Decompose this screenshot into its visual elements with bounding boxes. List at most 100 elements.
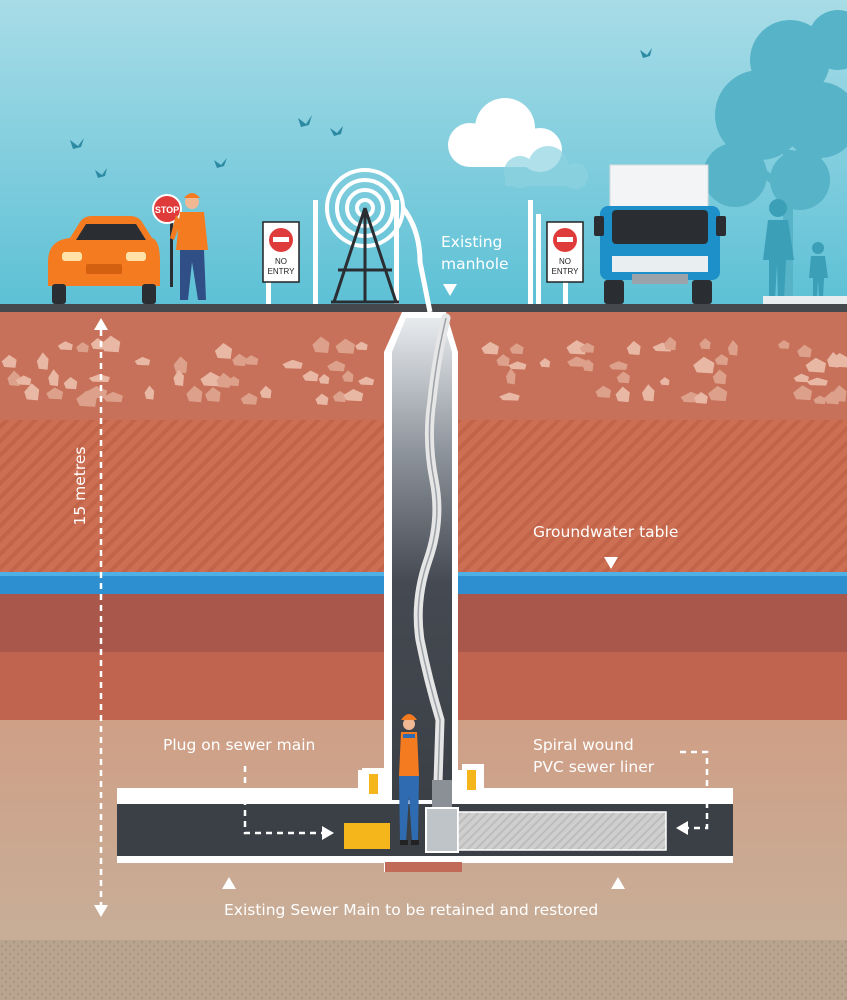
shaft (392, 318, 452, 800)
rock (173, 369, 184, 387)
pvc-liner (457, 811, 667, 851)
depth-label: 15 metres (71, 446, 89, 526)
winding-machine (425, 780, 459, 853)
rock (358, 376, 375, 386)
rock (76, 342, 89, 353)
shaft-worker (399, 714, 419, 845)
rock (567, 356, 587, 367)
birds (70, 48, 652, 178)
rock (134, 356, 151, 366)
rock (302, 370, 319, 382)
rock (793, 385, 813, 401)
rock (659, 377, 670, 386)
rock (244, 355, 259, 365)
barrier-poles (313, 200, 541, 304)
sewer-marker-left (222, 877, 236, 889)
existing-manhole-label-line2: manhole (441, 255, 509, 273)
rock (186, 385, 203, 403)
liner-in-shaft-edge (417, 317, 447, 783)
rock (240, 392, 258, 405)
manhole-marker (443, 284, 457, 296)
rock (205, 387, 221, 402)
rock (712, 369, 727, 385)
shaft-bottom-pad (385, 862, 462, 872)
rock (342, 370, 354, 383)
rocks (1, 335, 847, 407)
rock (481, 341, 499, 355)
truck (594, 164, 726, 304)
rock (813, 395, 827, 405)
rock (312, 336, 330, 354)
liner-label-line2: PVC sewer liner (533, 758, 655, 776)
rock (227, 376, 240, 387)
rock (48, 369, 59, 387)
sewer-main-right-wall (452, 796, 733, 804)
rock (595, 385, 611, 398)
no-entry-sign-left: NO ENTRY (262, 221, 300, 304)
rock (793, 373, 810, 383)
liner-label-line1: Spiral wound (533, 736, 634, 754)
collar-left-fill (369, 774, 378, 794)
no-entry-text-1: NO (275, 257, 287, 266)
no-entry-sign-right: NO ENTRY (546, 221, 584, 304)
rock (509, 343, 524, 355)
rock (101, 335, 121, 353)
rock (616, 371, 630, 384)
rock (15, 375, 32, 386)
rock (315, 393, 329, 405)
rock (343, 388, 364, 402)
no-entry-text-1: NO (559, 257, 571, 266)
rock (63, 377, 78, 390)
liner-coil-tripod (325, 168, 433, 313)
stop-sign-text: STOP (155, 205, 179, 215)
car (48, 216, 160, 304)
existing-manhole-label-line1: Existing (441, 233, 503, 251)
rock (216, 372, 231, 388)
rock (663, 336, 677, 351)
rock (36, 352, 49, 370)
rock (694, 392, 708, 404)
rock (806, 377, 828, 386)
sewer-main-left-wall (117, 796, 392, 804)
sewer-marker-right (611, 877, 625, 889)
rock (318, 374, 330, 385)
plug-arrow (243, 766, 334, 840)
rock (608, 361, 628, 370)
rock (144, 385, 155, 400)
rock (88, 374, 110, 383)
rock (777, 339, 790, 349)
rock (24, 383, 40, 401)
rock (102, 391, 123, 403)
collar-right-fill (467, 770, 476, 790)
rock (707, 385, 728, 402)
rock (259, 385, 272, 399)
rock (831, 385, 847, 402)
rock (797, 344, 812, 358)
rock (1, 354, 17, 368)
rock (496, 354, 510, 367)
no-entry-text-2: ENTRY (268, 267, 296, 276)
rock (232, 353, 247, 367)
liner-arrow (676, 750, 709, 835)
rock (693, 356, 715, 374)
sewer-main-label: Existing Sewer Main to be retained and r… (224, 901, 599, 919)
rock (615, 386, 630, 403)
rock (335, 338, 355, 354)
road-surface (0, 304, 847, 312)
rock (282, 359, 303, 369)
pedestrians (763, 199, 828, 300)
rock (539, 357, 551, 368)
rock (699, 338, 711, 350)
footpath (763, 296, 847, 304)
rock (499, 392, 520, 401)
depth-dimension (94, 318, 108, 917)
bedrock-layer (0, 940, 847, 1000)
rock (46, 387, 64, 400)
plug-label: Plug on sewer main (163, 736, 316, 754)
rock (57, 341, 73, 351)
cloud-faint (504, 146, 588, 189)
rock (641, 384, 655, 402)
rock (626, 340, 641, 355)
rock (214, 342, 233, 359)
